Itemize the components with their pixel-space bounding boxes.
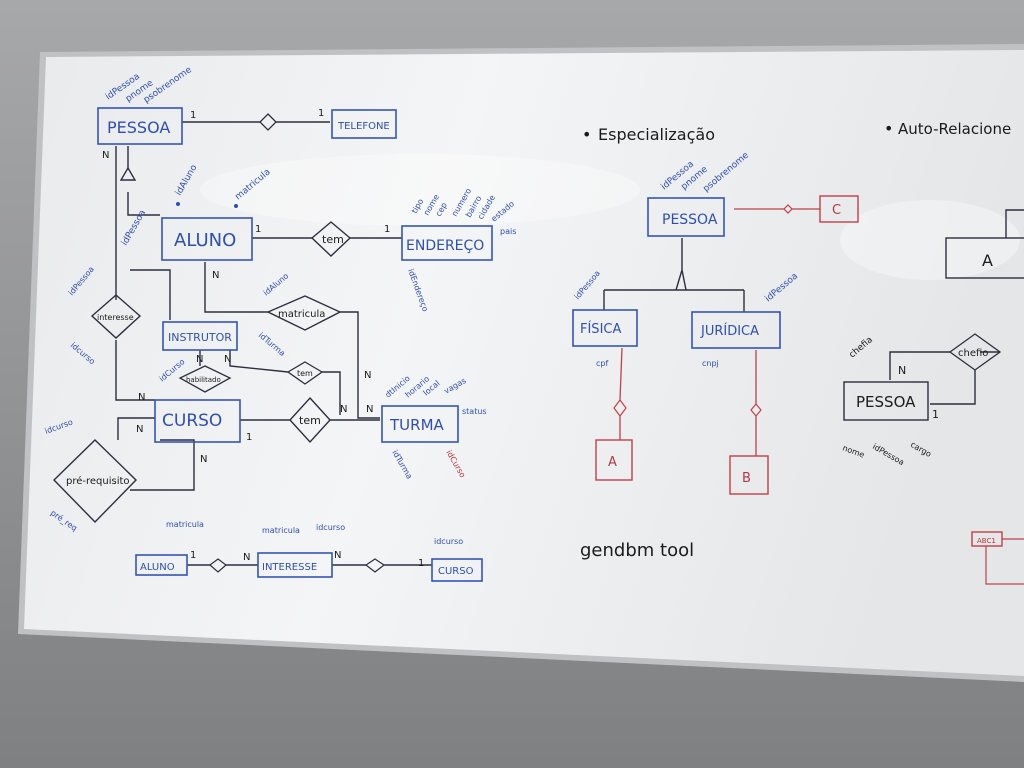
card-8: N xyxy=(224,354,231,365)
rel-interesse: interesse xyxy=(97,313,134,322)
spec-c: C xyxy=(832,203,841,218)
attr-idcurso-c: idcurso xyxy=(434,537,463,546)
entity-interesse-bottom: INTERESSE xyxy=(262,562,317,573)
light-glare-2 xyxy=(840,200,1020,280)
entity-curso-bottom: CURSO xyxy=(438,566,474,577)
rel-tem-3: tem xyxy=(299,414,321,427)
card-17: N xyxy=(243,552,250,563)
rel-habilitado: habilitado xyxy=(186,376,221,384)
entity-aluno: ALUNO xyxy=(174,230,236,251)
card-16: 1 xyxy=(190,550,196,561)
rel-pre-requisito: pré-requisito xyxy=(66,475,130,487)
rel-tem-1: tem xyxy=(322,233,344,246)
spec-b: B xyxy=(742,471,751,486)
card-4: 1 xyxy=(255,224,261,235)
card-7: N xyxy=(196,354,203,365)
bullet-especializacao: • xyxy=(582,125,591,144)
entity-endereco: ENDEREÇO xyxy=(406,238,484,254)
heading-especializacao: Especialização xyxy=(598,125,715,144)
cardinalities: N 1 1 1 1 N N N N N N N 1 N N 1 N N 1 xyxy=(102,108,424,569)
card-6: N xyxy=(212,270,219,281)
entity-curso: CURSO xyxy=(162,411,222,431)
attr-idcurso-b: idcurso xyxy=(316,523,345,532)
card-1: N xyxy=(102,150,109,161)
auto-card-1: 1 xyxy=(932,408,939,421)
card-9: N xyxy=(364,370,371,381)
entity-turma: TURMA xyxy=(389,416,445,434)
light-glare xyxy=(200,154,640,226)
card-18: N xyxy=(334,550,341,561)
rel-tem-2: tem xyxy=(297,369,313,378)
attr-matricula-a: matricula xyxy=(166,520,204,529)
attr-pais: pais xyxy=(500,227,516,236)
attrs-bottom: matricula idcurso matricula idcurso xyxy=(166,520,463,546)
spec-juridica-cnpj: cnpj xyxy=(702,359,719,368)
card-11: N xyxy=(366,404,373,415)
board-surface xyxy=(24,50,1024,676)
auto-a: A xyxy=(982,251,993,270)
rel-matricula: matricula xyxy=(278,309,325,320)
card-14: N xyxy=(136,424,143,435)
spec-juridica: JURÍDICA xyxy=(700,323,759,339)
spec-fisica-cpf: cpf xyxy=(596,359,608,368)
card-12: N xyxy=(138,392,145,403)
entity-pessoa: PESSOA xyxy=(107,118,170,137)
card-5: 1 xyxy=(384,224,390,235)
spec-pessoa: PESSOA xyxy=(662,212,718,228)
card-10: N xyxy=(340,404,347,415)
card-15: N xyxy=(200,454,207,465)
card-13: 1 xyxy=(246,432,252,443)
attr-matricula-b: matricula xyxy=(262,526,300,535)
card-2: 1 xyxy=(190,110,196,121)
auto-rel-chefio: chefio xyxy=(958,348,988,359)
entity-aluno-bottom: ALUNO xyxy=(140,562,175,573)
card-3: 1 xyxy=(318,108,324,119)
bullet-auto: • xyxy=(884,119,893,138)
auto-card-n: N xyxy=(898,364,906,377)
spec-fisica: FÍSICA xyxy=(580,321,621,337)
heading-auto: Auto-Relacione xyxy=(898,120,1011,138)
card-19: 1 xyxy=(418,558,424,569)
entity-instrutor: INSTRUTOR xyxy=(168,331,232,344)
footer-note: gendbm tool xyxy=(580,540,694,561)
auto-pessoa: PESSOA xyxy=(856,393,916,411)
spec-a: A xyxy=(608,455,617,470)
auto-tag: ABC1 xyxy=(977,537,996,545)
attr-status: status xyxy=(462,407,487,416)
specialization-diagram: • Especialização PESSOA idPessoa pnome p… xyxy=(572,125,859,495)
entity-telefone: TELEFONE xyxy=(337,121,390,132)
